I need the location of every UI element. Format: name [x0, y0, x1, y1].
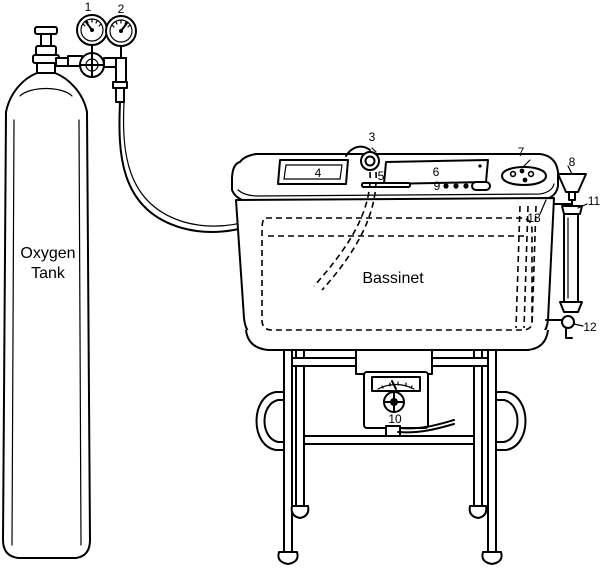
- label-11: 11: [588, 194, 600, 208]
- control-cluster: [501, 166, 547, 186]
- label-bassinet: Bassinet: [362, 270, 424, 287]
- label-oxygen-line1: Oxygen: [20, 245, 75, 262]
- gauge-1: [76, 14, 108, 54]
- label-12: 12: [583, 320, 597, 334]
- label-5: 5: [378, 169, 385, 183]
- slot: [361, 182, 411, 188]
- label-8: 8: [569, 155, 576, 169]
- leader-lines: [371, 147, 588, 327]
- indicator-lights: [443, 181, 491, 191]
- oxygen-inlet: [313, 145, 380, 291]
- display-window: [277, 159, 349, 185]
- label-1: 1: [85, 0, 92, 14]
- gauge-2: [105, 15, 137, 59]
- thermostat-unit: [355, 349, 455, 437]
- label-13: 13: [527, 211, 541, 225]
- label-9: 9: [434, 179, 441, 193]
- humidifier-reservoir: [545, 173, 587, 339]
- label-2: 2: [118, 2, 125, 16]
- regulator-assembly: [67, 52, 128, 103]
- oxygen-tank: [2, 26, 91, 559]
- label-7: 7: [518, 145, 525, 159]
- label-oxygen-line2: Tank: [31, 265, 66, 282]
- label-10: 10: [388, 412, 402, 426]
- label-4: 4: [315, 166, 322, 180]
- stand: [255, 349, 527, 565]
- label-6: 6: [433, 165, 440, 179]
- label-3: 3: [369, 130, 376, 144]
